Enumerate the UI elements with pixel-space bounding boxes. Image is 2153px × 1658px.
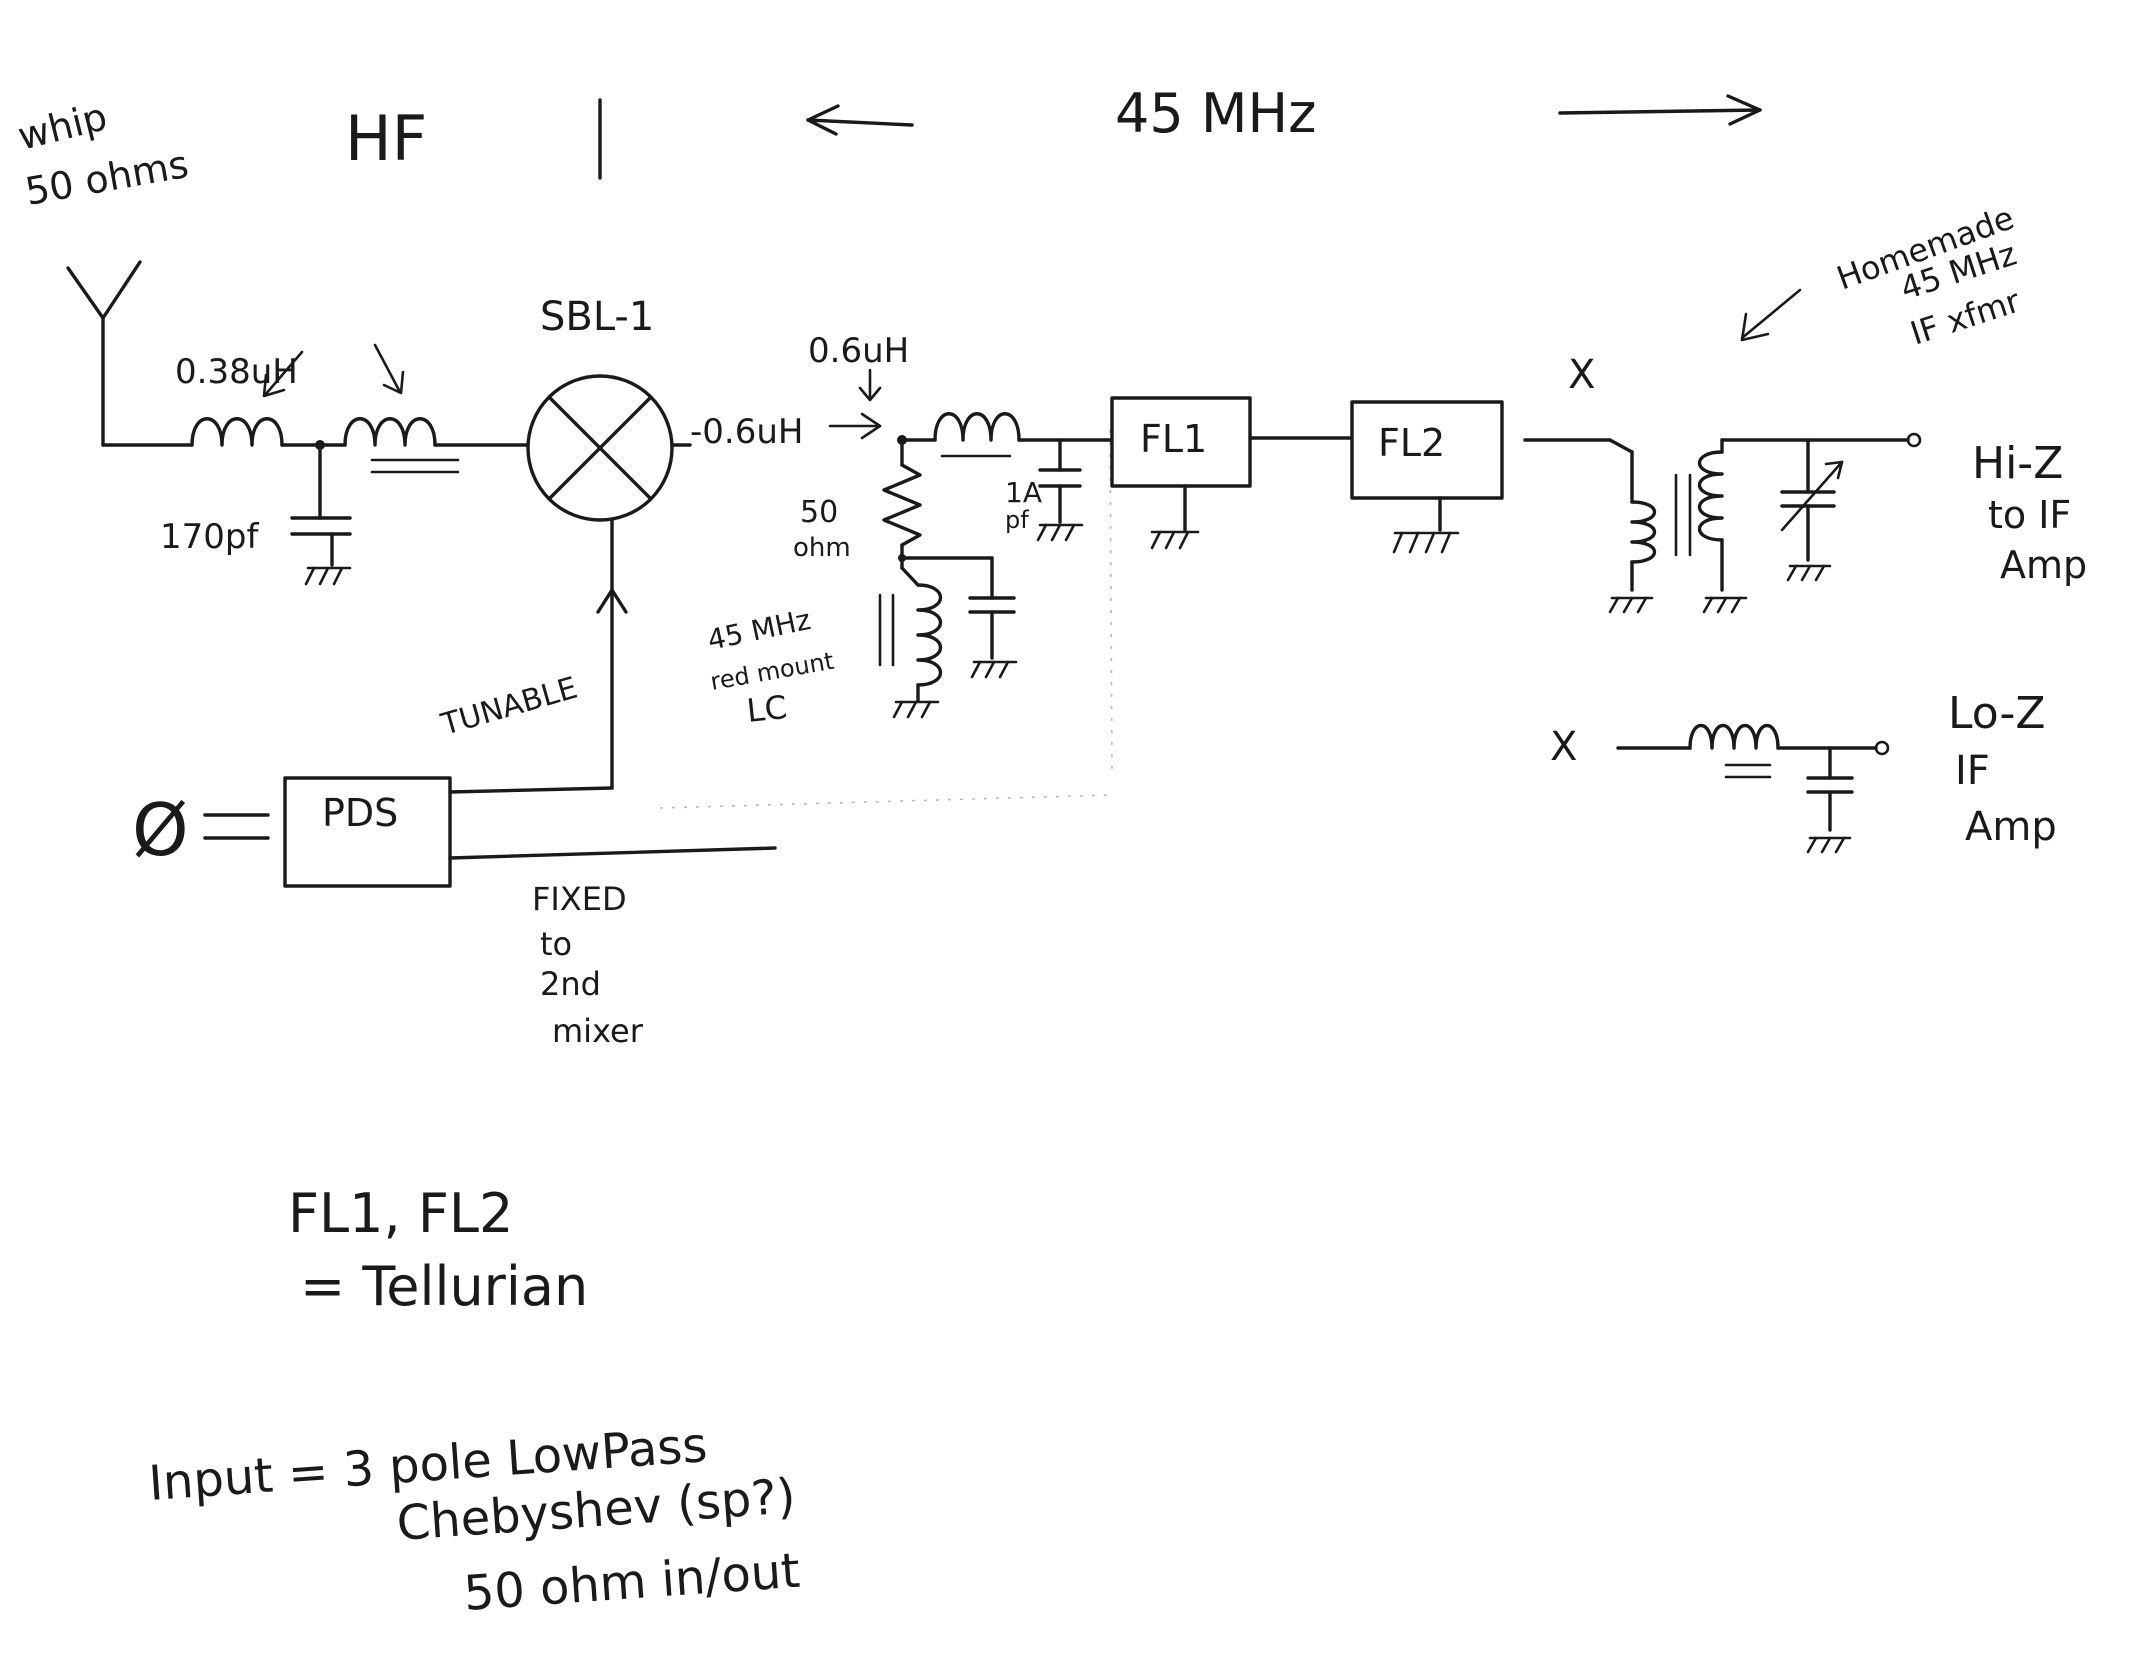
filter-fl2-block — [1350, 400, 1504, 500]
c2-value-line2: pf — [1005, 506, 1029, 534]
guide-line-vertical — [1109, 429, 1113, 771]
left-arrow — [806, 104, 914, 136]
lo-input-arrow — [596, 588, 628, 614]
filter-fl1-label: FL1 — [1140, 417, 1207, 461]
filter-fl1-block — [1110, 396, 1252, 488]
fixed-label-line3: 2nd — [540, 965, 601, 1003]
fixed-label-line2: to — [540, 925, 572, 963]
fixed-label-line4: mixer — [552, 1012, 644, 1050]
lo-z-output-line2: IF — [1955, 748, 1990, 794]
fixed-label-line1: FIXED — [532, 880, 627, 918]
ground-symbol-xfmr-secondary — [1702, 596, 1748, 614]
antenna-label-line1: whip — [14, 94, 112, 158]
variable-capacitor — [1780, 438, 1844, 562]
hi-z-output-line3: Amp — [2000, 543, 2087, 587]
l3-arrow — [858, 368, 882, 402]
xfmr-core — [1674, 473, 1692, 557]
pds-block — [283, 776, 452, 888]
xfmr-secondary-winding — [1697, 450, 1724, 592]
c1-value-label: 170pf — [160, 517, 259, 557]
inductor-l3 — [933, 412, 1021, 458]
mixer-label: SBL-1 — [540, 294, 654, 340]
whip-antenna-symbol — [66, 260, 142, 447]
xfmr-primary-winding — [1630, 500, 1656, 592]
inductor-l2 — [343, 417, 460, 474]
ground-symbol-c2 — [1036, 523, 1084, 542]
lo-z-output-line1: Lo-Z — [1948, 688, 2046, 739]
right-arrow — [1558, 94, 1762, 126]
hi-z-output-line1: Hi-Z — [1972, 438, 2063, 489]
ground-symbol-variable-cap — [1786, 564, 1832, 582]
ground-symbol-xfmr-primary — [1608, 596, 1654, 614]
capacitor-lo-z — [1806, 746, 1854, 832]
lo-z-output-line3: Amp — [1965, 804, 2057, 850]
hi-z-output-line2: to IF — [1988, 493, 2071, 537]
guide-line-horizontal — [659, 794, 1111, 809]
l1-arrow — [262, 350, 304, 398]
band-label: HF — [345, 102, 427, 175]
l3-value-label: 0.6uH — [808, 331, 909, 371]
note-filters-line2: = Tellurian — [300, 1255, 588, 1318]
inductor-l1 — [190, 417, 284, 447]
phi-symbol: Ø — [132, 788, 189, 872]
resonator-label-line3: LC — [745, 688, 789, 730]
resistor-value-line2: ohm — [793, 533, 851, 563]
if-frequency-label: 45 MHz — [1115, 82, 1316, 145]
l2-output-arrow — [828, 412, 882, 440]
c2-value-line1: 1A — [1005, 476, 1042, 509]
resistor-50-ohm — [882, 438, 922, 570]
wire-xfmr-primary-top — [1608, 438, 1634, 454]
l1-value-label: 0.38uH — [175, 352, 298, 392]
note-input-line3: 50 ohm in/out — [462, 1543, 802, 1622]
tunable-label: TUNABLE — [437, 671, 582, 743]
resistor-value-line1: 50 — [800, 495, 838, 530]
resonator-capacitor — [968, 556, 1016, 660]
ground-symbol-resonator-c — [970, 660, 1018, 679]
ground-symbol-c1 — [304, 566, 352, 586]
filter-fl2-label: FL2 — [1378, 421, 1445, 465]
phi-connection — [203, 813, 270, 840]
l2-output-value-label: -0.6uH — [690, 412, 803, 452]
ground-symbol-fl2 — [1392, 496, 1460, 554]
note-filters-line1: FL1, FL2 — [288, 1182, 513, 1245]
capacitor-c1 — [290, 443, 352, 567]
hi-z-x-mark: X — [1568, 352, 1595, 398]
resonator-inductor — [878, 566, 943, 702]
wire-pds-tunable — [448, 786, 614, 794]
ground-symbol-fl1 — [1150, 484, 1200, 550]
lo-z-x-mark: X — [1550, 724, 1577, 770]
lo-z-output-terminal — [1874, 740, 1890, 756]
inductor-lo-z — [1688, 723, 1780, 779]
mixer-symbol — [526, 374, 674, 522]
l2-arrow — [373, 343, 405, 395]
ground-symbol-lo-z — [1806, 836, 1852, 854]
pds-block-label: PDS — [322, 791, 398, 835]
wire-pds-fixed — [448, 846, 777, 860]
ground-symbol-resonator-l — [892, 700, 940, 719]
capacitor-c2 — [1038, 438, 1082, 524]
if-xfmr-note-arrow — [1740, 288, 1802, 342]
resonator-label-line1: 45 MHz — [705, 603, 814, 657]
hi-z-output-terminal — [1906, 432, 1922, 448]
